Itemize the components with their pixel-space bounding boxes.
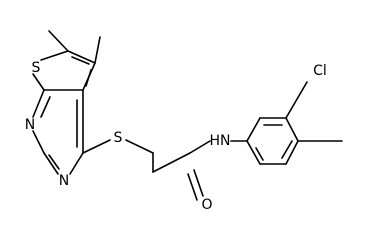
atom-label-sulfur-ring: S <box>32 60 41 76</box>
bond <box>255 147 264 161</box>
atom-label-nh: HN <box>210 133 231 149</box>
bond <box>40 50 69 61</box>
bond <box>152 152 191 173</box>
atom-label-nitrogen-3: N <box>59 173 69 189</box>
bond <box>193 169 204 197</box>
bond <box>281 140 293 159</box>
bond <box>246 117 261 142</box>
bond <box>32 89 45 118</box>
bond <box>189 140 211 154</box>
bond <box>32 73 45 91</box>
bond <box>71 56 90 65</box>
bond <box>32 130 45 154</box>
molecule-structure: S S N N HN O Cl <box>25 30 343 213</box>
atom-label-sulfur-link: S <box>114 130 123 146</box>
bond <box>94 36 101 64</box>
bond <box>48 30 69 52</box>
bond <box>285 117 299 142</box>
bond <box>67 50 96 64</box>
atom-label-chlorine: Cl <box>313 63 327 79</box>
bond <box>40 96 51 118</box>
bond <box>187 173 198 201</box>
bond <box>125 139 154 154</box>
bond <box>285 140 299 165</box>
bond <box>48 154 60 170</box>
atom-label-nitrogen-1: N <box>25 117 35 133</box>
bond <box>43 152 59 175</box>
bond <box>285 81 308 119</box>
atom-label-oxygen: O <box>201 197 212 213</box>
bond <box>246 140 261 165</box>
bond <box>69 152 84 175</box>
bond <box>85 69 92 87</box>
bond <box>82 139 111 154</box>
structure-canvas: S S N N HN O Cl <box>24 30 343 213</box>
